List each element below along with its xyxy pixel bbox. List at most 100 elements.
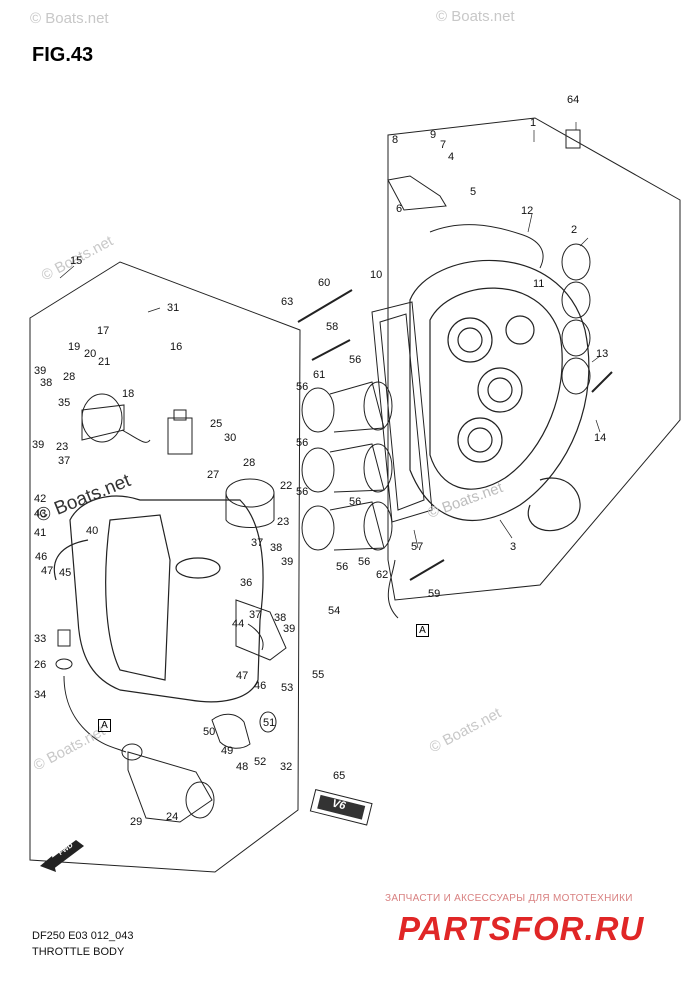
callout-10[interactable]: 10 xyxy=(370,269,383,281)
callout-31[interactable]: 31 xyxy=(167,302,180,314)
brand-logo[interactable]: PARTSFOR.RU xyxy=(398,910,645,947)
callout-56g[interactable]: 56 xyxy=(358,556,371,568)
callout-1[interactable]: 1 xyxy=(530,117,537,129)
figure-title: FIG.43 xyxy=(32,44,94,66)
intake-funnels xyxy=(301,381,393,551)
bolt-58 xyxy=(311,339,351,361)
callout-6[interactable]: 6 xyxy=(396,203,403,215)
callout-44[interactable]: 44 xyxy=(232,618,245,630)
callout-39d[interactable]: 39 xyxy=(283,623,296,635)
callout-51[interactable]: 51 xyxy=(263,717,276,729)
callout-47[interactable]: 47 xyxy=(41,565,54,577)
spacer-gasket xyxy=(371,301,433,523)
callout-56f[interactable]: 56 xyxy=(336,561,349,573)
callout-23b[interactable]: 23 xyxy=(277,516,290,528)
callout-46[interactable]: 46 xyxy=(35,551,48,563)
callout-52[interactable]: 52 xyxy=(254,756,267,768)
callout-65[interactable]: 65 xyxy=(333,770,346,782)
callout-39[interactable]: 39 xyxy=(34,365,47,377)
callout-62[interactable]: 62 xyxy=(376,569,389,581)
callout-32[interactable]: 32 xyxy=(280,761,293,773)
callout-50[interactable]: 50 xyxy=(203,726,216,738)
callout-40[interactable]: 40 xyxy=(86,525,99,537)
callout-48[interactable]: 48 xyxy=(236,761,249,773)
callout-55[interactable]: 55 xyxy=(312,669,325,681)
callout-20[interactable]: 20 xyxy=(84,348,97,360)
callout-56d[interactable]: 56 xyxy=(296,486,309,498)
callout-57[interactable]: 57 xyxy=(411,541,424,553)
callout-61[interactable]: 61 xyxy=(313,369,326,381)
callout-28b[interactable]: 28 xyxy=(243,457,256,469)
callout-56c[interactable]: 56 xyxy=(296,437,309,449)
callout-21[interactable]: 21 xyxy=(98,356,111,368)
callout-30[interactable]: 30 xyxy=(224,432,237,444)
callout-33[interactable]: 33 xyxy=(34,633,47,645)
frame-assembly-15 xyxy=(29,261,301,873)
callout-19[interactable]: 19 xyxy=(68,341,81,353)
figure-code: DF250 E03 012_043 xyxy=(32,930,134,942)
callout-37b[interactable]: 37 xyxy=(251,537,264,549)
callout-26[interactable]: 26 xyxy=(34,659,47,671)
callout-47b[interactable]: 47 xyxy=(236,670,249,682)
callout-13[interactable]: 13 xyxy=(596,348,609,360)
callout-60[interactable]: 60 xyxy=(318,277,331,289)
fwd-arrow-icon xyxy=(40,840,84,872)
callout-39b[interactable]: 39 xyxy=(32,439,45,451)
callout-14[interactable]: 14 xyxy=(594,432,607,444)
throttle-linkage xyxy=(211,599,287,749)
hose-34 xyxy=(63,675,127,753)
callout-35[interactable]: 35 xyxy=(58,397,71,409)
callout-36[interactable]: 36 xyxy=(240,577,253,589)
callout-25[interactable]: 25 xyxy=(210,418,223,430)
callout-46b[interactable]: 46 xyxy=(254,680,267,692)
callout-2[interactable]: 2 xyxy=(571,224,578,236)
callout-24[interactable]: 24 xyxy=(166,811,179,823)
flange-plate xyxy=(409,259,590,532)
fuel-cooler xyxy=(121,743,215,823)
callout-54[interactable]: 54 xyxy=(328,605,341,617)
callout-9[interactable]: 9 xyxy=(430,129,437,141)
callout-43[interactable]: 43 xyxy=(34,508,47,520)
callout-41[interactable]: 41 xyxy=(34,527,47,539)
callout-37c[interactable]: 37 xyxy=(249,609,262,621)
callout-37[interactable]: 37 xyxy=(58,455,71,467)
callout-11[interactable]: 11 xyxy=(533,278,545,290)
callout-38[interactable]: 38 xyxy=(40,377,53,389)
callout-22[interactable]: 22 xyxy=(280,480,293,492)
watermark: © Boats.net xyxy=(436,8,515,25)
callout-64[interactable]: 64 xyxy=(567,94,580,106)
callout-8[interactable]: 8 xyxy=(392,134,399,146)
callout-27[interactable]: 27 xyxy=(207,469,220,481)
callout-45[interactable]: 45 xyxy=(59,567,72,579)
callout-7[interactable]: 7 xyxy=(440,139,447,151)
callout-63[interactable]: 63 xyxy=(281,296,294,308)
callout-3[interactable]: 3 xyxy=(510,541,517,553)
callout-15[interactable]: 15 xyxy=(70,255,83,267)
callout-38c[interactable]: 38 xyxy=(274,612,287,624)
callout-18[interactable]: 18 xyxy=(122,388,135,400)
bolt-59 xyxy=(409,559,445,581)
callout-16[interactable]: 16 xyxy=(170,341,183,353)
callout-56b[interactable]: 56 xyxy=(296,381,309,393)
callout-23[interactable]: 23 xyxy=(56,441,69,453)
callout-58[interactable]: 58 xyxy=(326,321,339,333)
decal-65 xyxy=(309,788,373,826)
clip-64 xyxy=(565,129,581,149)
callout-59[interactable]: 59 xyxy=(428,588,441,600)
callout-28[interactable]: 28 xyxy=(63,371,76,383)
callout-56e[interactable]: 56 xyxy=(349,496,362,508)
callout-5[interactable]: 5 xyxy=(470,186,477,198)
callout-38b[interactable]: 38 xyxy=(270,542,283,554)
callout-53[interactable]: 53 xyxy=(281,682,294,694)
callout-39c[interactable]: 39 xyxy=(281,556,294,568)
callout-4[interactable]: 4 xyxy=(448,151,455,163)
callout-42[interactable]: 42 xyxy=(34,493,47,505)
callout-29[interactable]: 29 xyxy=(130,816,143,828)
callout-34[interactable]: 34 xyxy=(34,689,47,701)
callout-17[interactable]: 17 xyxy=(97,325,110,337)
callout-12[interactable]: 12 xyxy=(521,205,534,217)
callout-49[interactable]: 49 xyxy=(221,745,234,757)
callout-56a[interactable]: 56 xyxy=(349,354,362,366)
bolt-13 xyxy=(591,371,613,393)
view-ref-a-left: A xyxy=(98,719,111,732)
